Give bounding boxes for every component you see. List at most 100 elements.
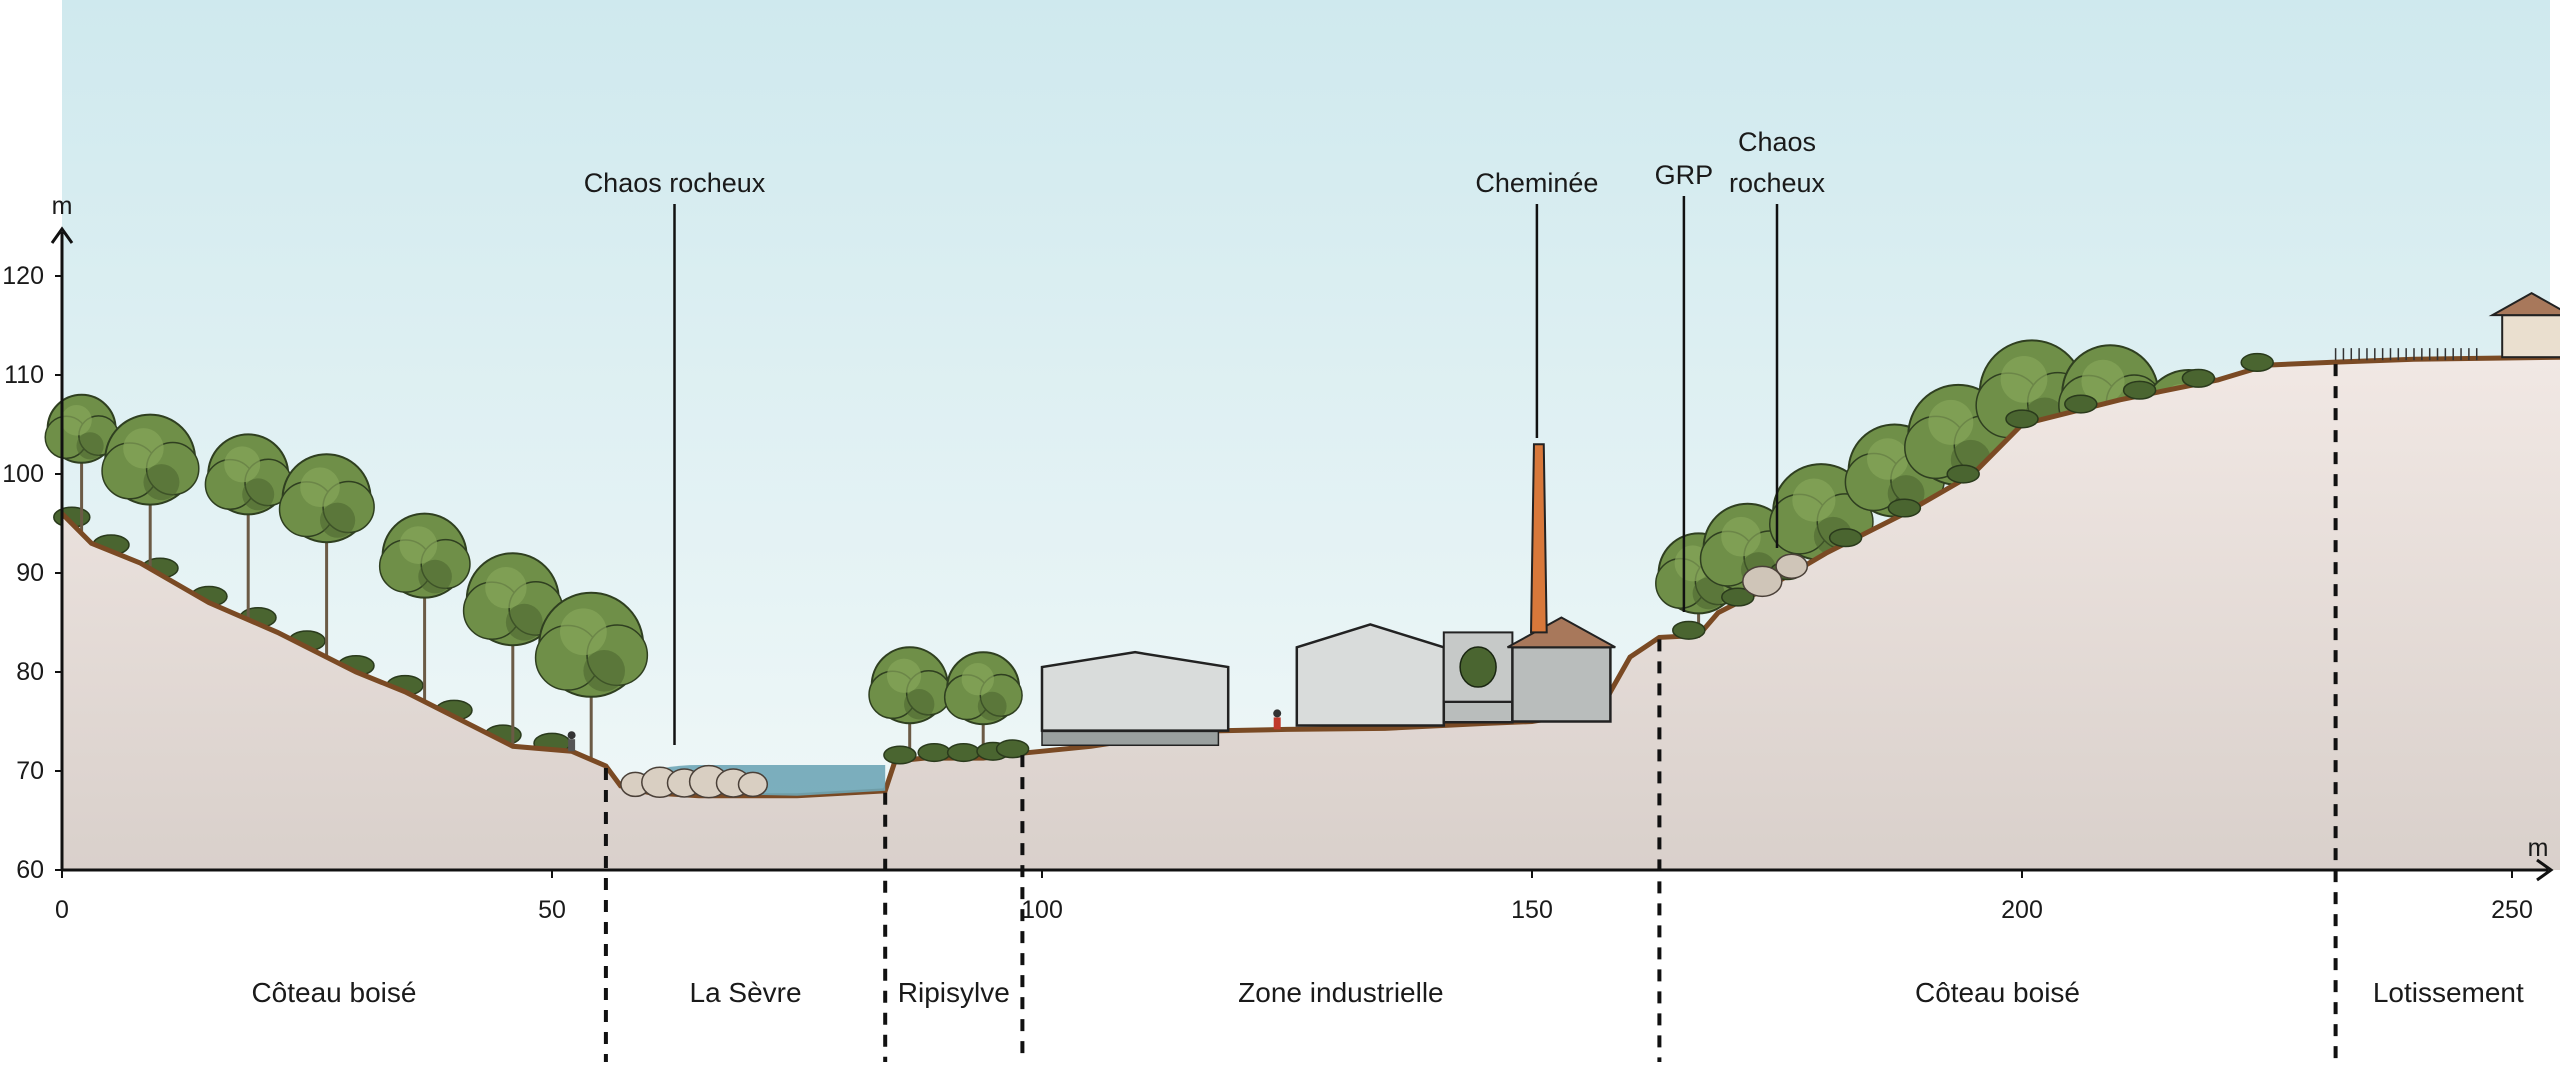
tree-shadow [418, 559, 452, 594]
annotation-label: Chaos [1738, 127, 1816, 157]
tree-shadow [505, 603, 543, 641]
rock [737, 771, 769, 798]
tree-shadow [320, 502, 356, 538]
shrub [2122, 380, 2157, 400]
x-axis-arrow-icon [2536, 858, 2554, 882]
shrub [1672, 620, 1706, 640]
person-head [567, 731, 576, 740]
tree [101, 413, 200, 572]
tree-highlight [2000, 355, 2048, 403]
tree [44, 393, 120, 537]
zone-label: Ripisylve [898, 977, 1010, 1008]
chimney [1530, 443, 1548, 634]
shrub [1887, 498, 1922, 518]
tree-shadow [583, 650, 625, 692]
annotation-grp: GRP [1655, 160, 1714, 612]
tree-highlight [485, 567, 527, 609]
tree [534, 591, 649, 763]
tree-highlight [399, 526, 438, 564]
x-tick-label: 200 [2001, 896, 2043, 924]
y-tick-label: 80 [16, 658, 44, 686]
y-axis-ticks: 60 70 80 90 100 110 120 [2, 262, 62, 884]
y-axis-arrow-icon [50, 226, 74, 244]
person-head [1273, 709, 1282, 718]
tree-highlight [1721, 516, 1761, 557]
y-tick-label: 90 [16, 559, 44, 587]
terrain-ground [62, 357, 2560, 870]
tree-highlight [123, 428, 164, 469]
annotation-chaos-rocheux-1: Chaos rocheux [584, 168, 766, 745]
y-tick-label: 60 [16, 856, 44, 884]
annotation-cheminee: Cheminée [1475, 168, 1598, 438]
tree-shadow [977, 691, 1007, 721]
annex-building [1442, 700, 1514, 724]
zone-label: Zone industrielle [1238, 977, 1443, 1008]
x-tick-label: 0 [55, 896, 69, 924]
annotation-label: Cheminée [1475, 168, 1598, 198]
y-tick-label: 70 [16, 757, 44, 785]
axes: m m 60 70 80 90 100 110 120 0 50 100 150 200 250 [2, 192, 2554, 924]
tree-highlight [2081, 359, 2125, 403]
tree-highlight [61, 405, 92, 436]
x-tick-label: 100 [1021, 896, 1063, 924]
zone-label: Côteau boisé [251, 977, 416, 1008]
x-tick-label: 50 [538, 896, 566, 924]
tree-highlight [560, 608, 607, 656]
shrub [917, 742, 951, 763]
shrub [995, 739, 1030, 759]
annotation-label: Chaos rocheux [584, 168, 766, 198]
tree-highlight [1867, 438, 1909, 480]
shrub [883, 745, 917, 765]
house [2501, 314, 2560, 359]
zones: Côteau boisé La Sèvre Ripisylve Zone indust… [251, 364, 2524, 1062]
warehouse-building [1040, 650, 1230, 732]
tree-highlight [961, 663, 994, 696]
shrub [2005, 409, 2039, 429]
shrub [1828, 528, 1863, 548]
tree [943, 651, 1023, 762]
tree-highlight [1792, 478, 1836, 522]
tree [278, 453, 375, 661]
tree-highlight [300, 467, 340, 508]
shrub [2064, 394, 2098, 414]
annotations: Chaos rocheux Cheminée GRP Chaos rocheux [584, 127, 1826, 745]
rock [1775, 553, 1809, 579]
terrain-profile-line [60, 354, 2560, 799]
shrub [946, 742, 981, 763]
warehouse-base [1041, 730, 1220, 747]
y-tick-label: 110 [4, 361, 44, 389]
brick-building [1511, 646, 1612, 723]
y-tick-label: 100 [2, 460, 44, 488]
x-axis-ticks: 0 50 100 150 200 250 [55, 870, 2533, 924]
annotation-chaos-rocheux-2: Chaos rocheux [1729, 127, 1826, 548]
tree-shadow [143, 464, 180, 501]
shrub [1721, 587, 1755, 607]
tree-shadow [242, 478, 275, 511]
annotation-label: rocheux [1729, 168, 1826, 198]
x-tick-label: 150 [1511, 896, 1553, 924]
tree [378, 512, 471, 705]
annotation-label: GRP [1655, 160, 1714, 190]
tree-highlight [224, 446, 261, 483]
tree-shadow [76, 432, 104, 460]
zone-label: La Sèvre [690, 977, 802, 1008]
house-roof [2488, 292, 2560, 317]
tree-highlight [886, 658, 922, 693]
tree-shadow [904, 689, 935, 720]
shrub [1946, 464, 1980, 484]
tree [204, 433, 293, 623]
person-body [568, 739, 576, 752]
x-tick-label: 250 [2491, 896, 2533, 924]
y-axis-unit: m [52, 192, 73, 220]
y-tick-label: 120 [2, 262, 44, 290]
foreground-objects-layer [567, 292, 2560, 799]
zone-label: Côteau boisé [1915, 977, 2080, 1008]
x-axis-unit: m [2528, 834, 2549, 862]
zone-label: Lotissement [2373, 977, 2524, 1008]
climbing-plant [1459, 646, 1497, 688]
person-body [1273, 717, 1281, 730]
tree-highlight [1928, 399, 1974, 445]
rock [1742, 565, 1783, 598]
shrub [2240, 352, 2274, 373]
